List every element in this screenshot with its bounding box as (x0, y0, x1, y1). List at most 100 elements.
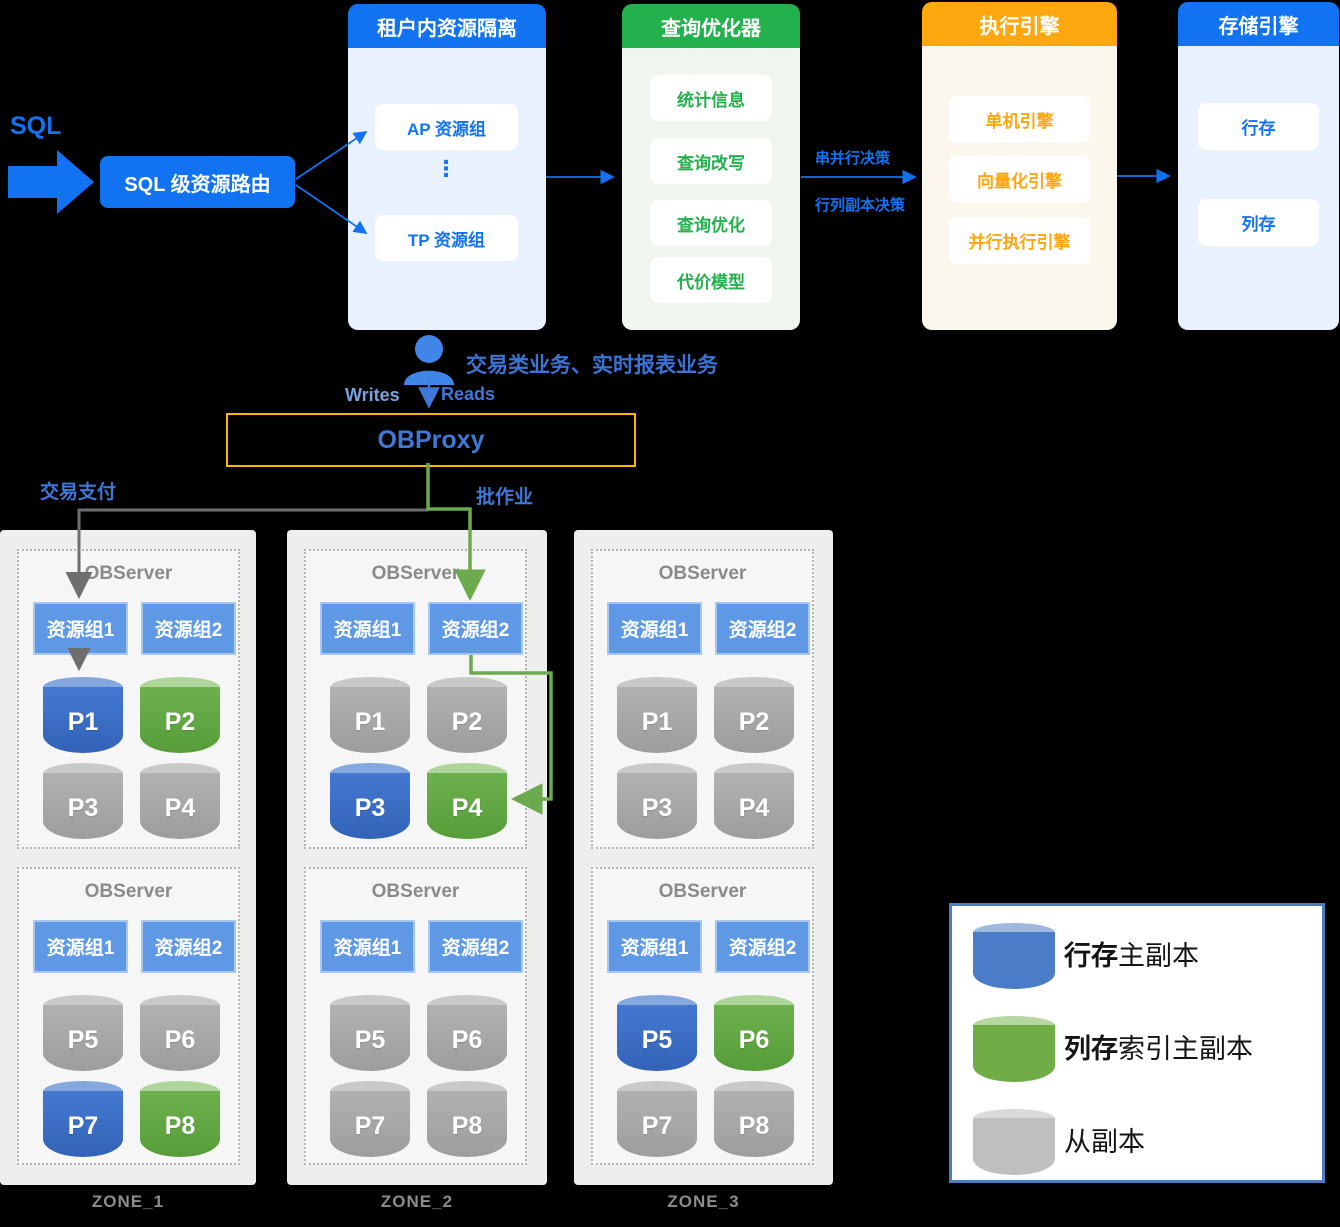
decision-label-row-column-replica: 行列副本决策 (815, 197, 906, 214)
partition-cylinder-p5: P5 (330, 995, 410, 1071)
partition-label: P8 (451, 1112, 483, 1140)
panel-body-optimizer: 统计信息查询改写查询优化代价模型 (622, 48, 800, 330)
panel-ellipsis-isolation: ⋮ (435, 156, 459, 181)
partition-label: P6 (164, 1026, 196, 1054)
partition-cylinder-p3: P3 (617, 763, 697, 839)
partition-cylinder-p4: P4 (140, 763, 220, 839)
partition-label: P5 (354, 1026, 386, 1054)
panel-title-isolation: 租户内资源隔离 (348, 4, 546, 48)
obproxy-box: OBProxy (226, 413, 636, 467)
resource-group-2: 资源组2 (715, 920, 810, 973)
partition-cylinder-p5: P5 (43, 995, 123, 1071)
reads-label: Reads (441, 384, 496, 404)
panel-item-isolation-0: AP 资源组 (375, 104, 518, 150)
cylinder-body (330, 1005, 410, 1071)
panel-optimizer: 查询优化器统计信息查询改写查询优化代价模型 (622, 4, 800, 330)
partition-label: P3 (641, 794, 673, 822)
cylinder-body (617, 773, 697, 839)
resource-group-1: 资源组1 (320, 602, 415, 655)
panel-item-storage-0: 行存 (1198, 103, 1319, 150)
resource-group-1: 资源组1 (33, 602, 128, 655)
cylinder-body (714, 687, 794, 753)
cylinder-body (330, 773, 410, 839)
legend-row-follower: 从副本 (952, 1109, 1322, 1175)
partition-cylinder-p7: P7 (330, 1081, 410, 1157)
partition-cylinder-p8: P8 (140, 1081, 220, 1157)
partition-cylinder-p1: P1 (43, 677, 123, 753)
panel-item-optimizer-3: 代价模型 (650, 257, 772, 303)
observer-title: OBServer (658, 563, 747, 584)
panel-item-optimizer-1: 查询改写 (650, 138, 772, 184)
resource-group-2: 资源组2 (141, 920, 236, 973)
observer-title: OBServer (371, 563, 460, 584)
panel-storage: 存储引擎行存列存 (1178, 2, 1339, 330)
sql-block-arrow (8, 150, 94, 214)
partition-cylinder-p7: P7 (43, 1081, 123, 1157)
partition-cylinder-p4: P4 (714, 763, 794, 839)
panel-title-optimizer: 查询优化器 (622, 4, 800, 48)
partition-cylinder-p3: P3 (330, 763, 410, 839)
partition-label: P7 (354, 1112, 386, 1140)
legend-label-row-primary: 行存主副本 (1064, 941, 1199, 971)
legend-row-column-primary: 列存索引主副本 (952, 1016, 1322, 1082)
partition-cylinder-p2: P2 (140, 677, 220, 753)
resource-group-1: 资源组1 (607, 920, 702, 973)
cylinder-body (714, 773, 794, 839)
cylinder-body (973, 1025, 1055, 1082)
partition-cylinder-p1: P1 (330, 677, 410, 753)
branch-label-trade-payment: 交易支付 (40, 482, 117, 503)
legend-label-column-primary: 列存索引主副本 (1064, 1034, 1253, 1064)
cylinder-body (140, 1091, 220, 1157)
partition-label: P3 (354, 794, 386, 822)
cylinder-body (714, 1005, 794, 1071)
panel-body-executor: 单机引擎向量化引擎并行执行引擎 (922, 46, 1117, 330)
cylinder-body (330, 1091, 410, 1157)
panel-body-storage: 行存列存 (1178, 46, 1339, 330)
partition-label: P8 (738, 1112, 770, 1140)
panel-title-storage: 存储引擎 (1178, 2, 1339, 46)
partition-cylinder-p8: P8 (714, 1081, 794, 1157)
partition-cylinder-p1: P1 (617, 677, 697, 753)
partition-label: P4 (164, 794, 196, 822)
panel-item-executor-2: 并行执行引擎 (949, 217, 1090, 264)
partition-label: P6 (451, 1026, 483, 1054)
partition-cylinder-p4: P4 (427, 763, 507, 839)
partition-label: P5 (67, 1026, 99, 1054)
writes-label: Writes (345, 385, 400, 405)
panel-item-executor-0: 单机引擎 (949, 96, 1090, 143)
partition-label: P1 (641, 708, 673, 736)
resource-group-1: 资源组1 (607, 602, 702, 655)
cylinder-body (43, 773, 123, 839)
panel-item-optimizer-0: 统计信息 (650, 75, 772, 121)
user-icon (404, 335, 454, 385)
cylinder-body (617, 687, 697, 753)
partition-label: P7 (67, 1112, 99, 1140)
cylinder-body (617, 1005, 697, 1071)
cylinder-body (973, 932, 1055, 989)
legend-row-row-primary: 行存主副本 (952, 923, 1322, 989)
observer-title: OBServer (658, 881, 747, 902)
branch-label-batch-job: 批作业 (476, 487, 534, 508)
partition-cylinder-p6: P6 (140, 995, 220, 1071)
observer-title: OBServer (84, 563, 173, 584)
cylinder-body (973, 1118, 1055, 1175)
partition-label: P2 (164, 708, 196, 736)
panel-title-executor: 执行引擎 (922, 2, 1117, 46)
legend-cylinder-row-primary (973, 923, 1055, 989)
panel-item-optimizer-2: 查询优化 (650, 200, 772, 246)
observer-title: OBServer (371, 881, 460, 902)
panel-item-storage-1: 列存 (1198, 199, 1319, 246)
panel-executor: 执行引擎单机引擎向量化引擎并行执行引擎 (922, 2, 1117, 330)
cylinder-body (43, 687, 123, 753)
resource-group-2: 资源组2 (141, 602, 236, 655)
cylinder-body (714, 1091, 794, 1157)
legend-cylinder-follower (973, 1109, 1055, 1175)
workload-caption: 交易类业务、实时报表业务 (466, 354, 718, 377)
observer-title: OBServer (84, 881, 173, 902)
